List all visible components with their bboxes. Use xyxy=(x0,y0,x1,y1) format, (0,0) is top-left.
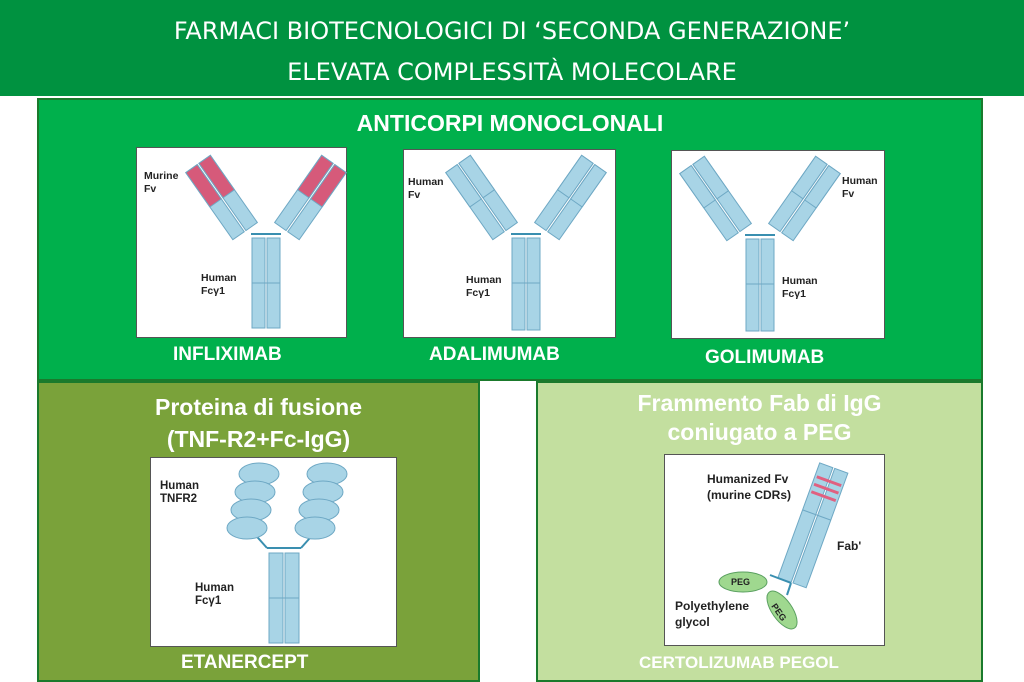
fc-label-line2: Fcγ1 xyxy=(201,285,225,297)
certolizumab-diagram: Humanized Fv(murine CDRs) Fab' PEG PEG P… xyxy=(664,454,885,646)
fc-label-line1: Human xyxy=(201,272,237,284)
fab-chain-light xyxy=(792,467,849,589)
fab-title-line1: Frammento Fab di IgG xyxy=(637,390,882,416)
tnfr-domain xyxy=(226,516,268,540)
peg-chain xyxy=(766,590,798,630)
fc-chain-left xyxy=(511,237,526,331)
fv-region xyxy=(569,163,607,208)
golimumab-antibody-figure xyxy=(679,155,841,332)
fv-label-line2: Fv xyxy=(408,189,421,201)
fv-label-line1: Humanized Fv xyxy=(707,472,789,486)
peg-chain xyxy=(718,571,768,593)
fc-label-line1: Human xyxy=(466,274,502,286)
fab-panel-title: Frammento Fab di IgG coniugato a PEG xyxy=(538,389,981,447)
fab-label: Fab' xyxy=(837,539,862,553)
fv-label-line2: Fv xyxy=(144,183,157,195)
fv-region xyxy=(803,164,841,209)
fusion-title-line1: Proteina di fusione xyxy=(154,394,363,420)
fv-region xyxy=(458,154,496,199)
fv-region xyxy=(679,164,717,209)
adalimumab-antibody-figure xyxy=(445,154,607,331)
fusion-protein-panel: Proteina di fusione (TNF-R2+Fc-IgG) xyxy=(37,381,480,682)
fv-label-line2: (murine CDRs) xyxy=(707,488,792,502)
fc-chain-right xyxy=(526,237,541,331)
fc-label-line2: Fcγ1 xyxy=(195,595,222,607)
certolizumab-caption: CERTOLIZUMAB PEGOL xyxy=(639,653,839,672)
fv-label-line1: Human xyxy=(408,176,444,188)
golimumab-caption: GOLIMUMAB xyxy=(705,347,825,368)
polyethylene-glycol-label: Polyethylene glycol xyxy=(675,598,749,630)
etanercept-caption: ETANERCEPT xyxy=(181,652,309,673)
cdr-marks xyxy=(810,475,842,503)
header-title-line1: FARMACI BIOTECNOLOGICI DI ‘SECONDA GENER… xyxy=(173,17,851,45)
tnfr-label-line2: TNFR2 xyxy=(160,493,198,505)
infliximab-caption: INFLIXIMAB xyxy=(173,344,282,365)
tnfr-domain xyxy=(294,516,336,540)
fv-label-line2: Fv xyxy=(842,188,855,200)
fv-region xyxy=(185,163,223,208)
fc-label-line2: Fcγ1 xyxy=(782,288,806,300)
fc-label-line1: Human xyxy=(782,275,818,287)
fc-label-line1: Human xyxy=(195,582,234,594)
fv-region xyxy=(309,163,347,208)
fc-chain-left xyxy=(745,238,760,332)
monoclonal-panel-title: ANTICORPI MONOCLONALI xyxy=(356,110,664,136)
fv-region xyxy=(445,163,483,208)
fv-region xyxy=(198,154,236,199)
monoclonal-antibodies-panel: ANTICORPI MONOCLONALI xyxy=(37,98,983,381)
fv-label-line1: Human xyxy=(842,175,878,187)
tnfr-label-line1: Human xyxy=(160,480,199,492)
slide-header: FARMACI BIOTECNOLOGICI DI ‘SECONDA GENER… xyxy=(0,0,1024,96)
fv-label-line1: Murine xyxy=(144,170,179,182)
fusion-title-line2: (TNF-R2+Fc-IgG) xyxy=(166,426,351,452)
header-title-line2: ELEVATA COMPLESSITÀ MOLECOLARE xyxy=(287,58,737,86)
certolizumab-figure xyxy=(718,462,849,630)
fusion-panel-title: Proteina di fusione (TNF-R2+Fc-IgG) xyxy=(39,391,478,455)
fc-label-line2: Fcγ1 xyxy=(466,287,490,299)
fab-title-line2: coniugato a PEG xyxy=(667,419,852,445)
fv-region xyxy=(790,155,828,200)
adalimumab-caption: ADALIMUMAB xyxy=(429,344,560,365)
fc-chain-right xyxy=(760,238,775,332)
fab-fragment-panel: Frammento Fab di IgG coniugato a PEG Hum… xyxy=(536,381,983,682)
poly-label-line1: Polyethylene xyxy=(675,599,750,613)
etanercept-figure xyxy=(226,462,348,644)
fv-region xyxy=(692,155,730,200)
peg-label: PEG xyxy=(731,577,751,587)
fv-region xyxy=(296,154,334,199)
infliximab-antibody-figure xyxy=(185,154,347,329)
fv-label: Humanized Fv (murine CDRs) xyxy=(707,471,791,503)
fv-region xyxy=(556,154,594,199)
poly-label-line2: glycol xyxy=(675,615,710,629)
